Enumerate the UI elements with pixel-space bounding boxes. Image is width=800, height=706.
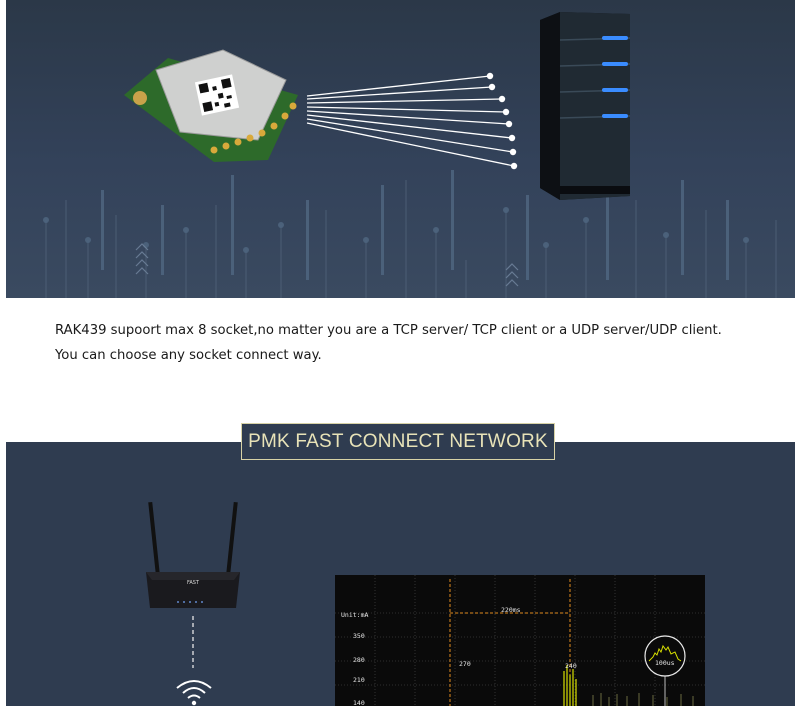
socket-illustration-panel xyxy=(6,0,795,298)
y-tick-350: 350 xyxy=(353,632,365,640)
circuit-background xyxy=(43,170,777,298)
caption-line-1: RAK439 supoort max 8 socket,no matter yo… xyxy=(55,323,722,338)
router-image: FAST xyxy=(146,501,240,668)
y-tick-210: 210 xyxy=(353,676,365,684)
server-image xyxy=(540,12,631,200)
current-waveform-chart: Unit:mA 350 280 210 140 220ms 270 240 10… xyxy=(335,575,705,706)
scope-unit-label: Unit:mA xyxy=(341,611,369,619)
fast-connect-panel: FAST xyxy=(6,442,795,706)
scope-grid xyxy=(335,575,705,706)
scope-annotation-right: 240 xyxy=(565,662,577,670)
caption-line-2: You can choose any socket connect way. xyxy=(55,348,322,363)
wifi-icon xyxy=(176,680,212,706)
socket-description: RAK439 supoort max 8 socket,no matter yo… xyxy=(55,318,775,368)
router-brand-label: FAST xyxy=(187,580,200,586)
socket-connection-lines xyxy=(306,72,518,170)
y-tick-280: 280 xyxy=(353,656,365,664)
section-title: PMK FAST CONNECT NETWORK xyxy=(241,423,555,460)
scope-annotation-left: 270 xyxy=(459,660,471,668)
wifi-module-image xyxy=(124,49,298,162)
scope-zoom-label: 100us xyxy=(655,659,675,667)
y-tick-140: 140 xyxy=(353,699,365,706)
scope-width-label: 220ms xyxy=(501,606,521,614)
